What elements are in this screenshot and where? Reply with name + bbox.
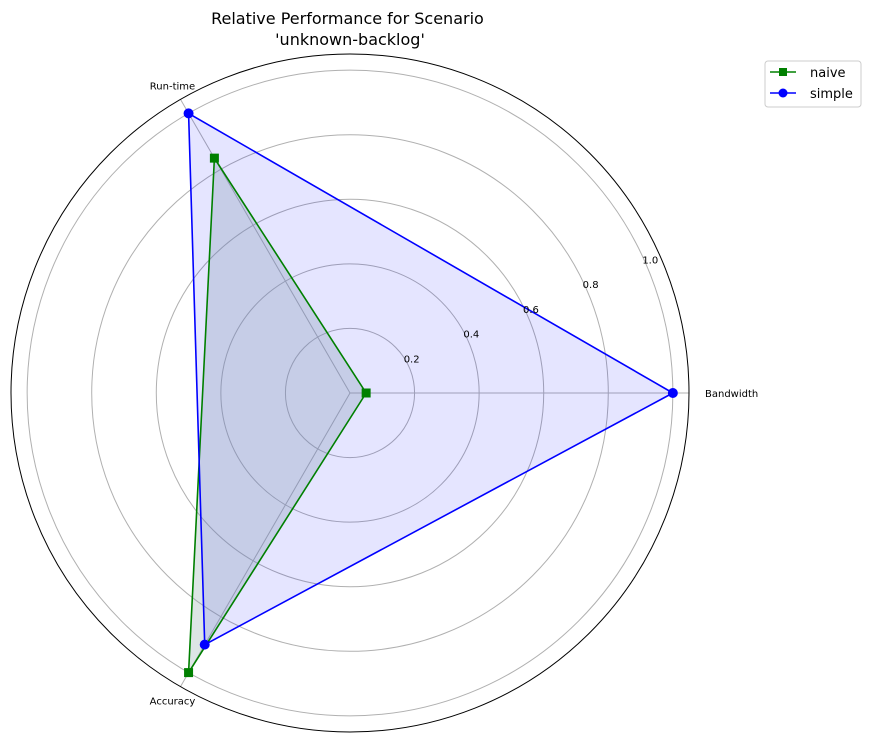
series-fills [188, 113, 673, 673]
legend-label-simple: simple [810, 87, 853, 102]
chart-title-line-2: 'unknown-backlog' [275, 30, 425, 49]
tick-label-2: 0.6 [523, 305, 539, 316]
series-markers [183, 108, 678, 678]
axis-label-accuracy: Accuracy [150, 696, 196, 707]
marker-naive-run-time [209, 153, 219, 163]
marker-simple-run-time [183, 108, 194, 119]
legend-label-naive: naive [810, 66, 846, 81]
polar-frame [10, 53, 690, 733]
series-lines [187, 111, 674, 676]
marker-simple-accuracy [199, 639, 210, 650]
tick-label-0: 0.2 [404, 354, 420, 365]
axis-label-bandwidth: Bandwidth [705, 389, 758, 400]
series-fill-naive [188, 158, 367, 673]
tick-label-4: 1.0 [642, 255, 658, 266]
marker-naive-bandwidth [361, 388, 371, 398]
spoke-accuracy [180, 392, 351, 687]
legend-marker-simple [778, 88, 788, 98]
series-line-naive [187, 155, 367, 676]
tick-label-1: 0.4 [463, 330, 479, 341]
legend-marker-naive [779, 68, 787, 76]
axis-label-run-time: Run-time [150, 82, 195, 93]
radial-tick-labels: 0.2 0.4 0.6 0.8 1.0 [404, 255, 659, 365]
chart-title: Relative Performance for Scenario 'unkno… [211, 9, 489, 49]
marker-simple-bandwidth [667, 388, 678, 398]
spoke-run-time [180, 99, 351, 394]
legend: naive simple [764, 60, 862, 108]
tick-label-3: 0.8 [583, 280, 599, 291]
series-fill-simple [188, 113, 673, 645]
series-line-simple [187, 111, 674, 646]
marker-naive-accuracy [184, 668, 194, 678]
chart-title-line-1: Relative Performance for Scenario [211, 9, 484, 28]
axis-spokes [180, 99, 689, 687]
